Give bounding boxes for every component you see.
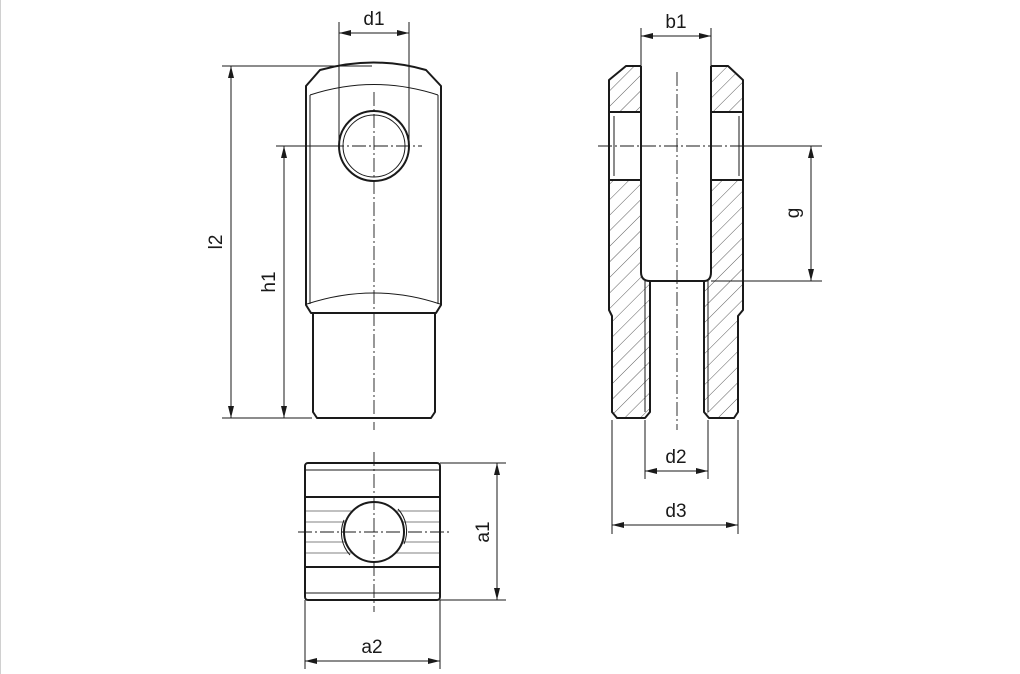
dimension-l2: l2 xyxy=(206,65,372,419)
left-border xyxy=(0,0,1,674)
dimension-a2: a2 xyxy=(304,600,441,669)
dimension-g: g xyxy=(711,145,822,282)
dimension-d2-label: d2 xyxy=(665,447,686,468)
front-view-head-bottom-arc xyxy=(306,292,441,305)
section-view xyxy=(598,65,760,430)
top-view-thread-arc-right xyxy=(397,508,408,545)
dimension-d2: d2 xyxy=(644,420,709,479)
dimension-h1: h1 xyxy=(259,145,338,418)
section-view-left-outline xyxy=(608,65,651,419)
section-view-right-outline xyxy=(703,65,744,419)
dimension-d1: d1 xyxy=(338,9,410,146)
dimension-d3: d3 xyxy=(611,420,739,534)
front-view-head-outline xyxy=(305,61,442,314)
dimension-b1: b1 xyxy=(640,12,712,66)
dimension-g-label: g xyxy=(783,208,804,219)
dimension-b1-label: b1 xyxy=(665,12,686,33)
dimension-l2-label: l2 xyxy=(206,235,227,250)
front-view xyxy=(305,61,442,430)
front-view-head-top-arc xyxy=(309,84,439,96)
section-view-slot xyxy=(640,66,712,282)
dimension-a1: a1 xyxy=(440,462,506,601)
dimension-d1-label: d1 xyxy=(363,9,384,30)
dimension-d3-label: d3 xyxy=(665,501,686,522)
top-view xyxy=(298,452,450,612)
top-view-thread-arc-left xyxy=(340,519,351,556)
dimension-a2-label: a2 xyxy=(361,637,382,658)
dimension-h1-label: h1 xyxy=(259,271,280,292)
dimension-a1-label: a1 xyxy=(473,521,494,542)
top-view-outline xyxy=(304,462,441,601)
